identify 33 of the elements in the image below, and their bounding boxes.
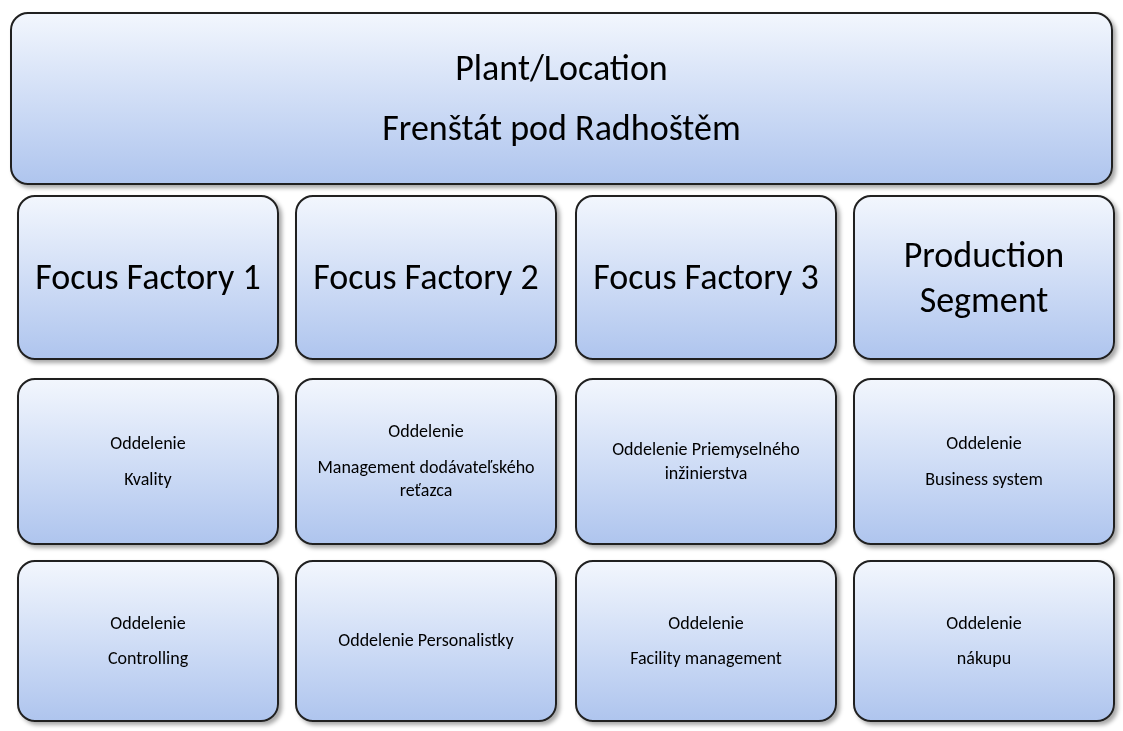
department-box	[17, 560, 279, 722]
department-box	[853, 560, 1115, 722]
department-name: Oddelenie	[110, 432, 186, 456]
segment-box	[17, 195, 279, 360]
department-name: Oddelenie	[668, 611, 744, 635]
department-name: Oddelenie	[110, 611, 186, 635]
location-box	[10, 12, 1113, 185]
department-name: Oddelenie	[388, 420, 464, 444]
department-box	[295, 560, 557, 722]
department-name: Management dodávateľského reťazca	[316, 455, 536, 503]
department-box	[17, 378, 279, 545]
department-box	[853, 378, 1115, 545]
segment-box	[853, 195, 1115, 360]
segment-name: Focus Factory 1	[35, 255, 261, 300]
location-text: Plant/Location	[455, 47, 668, 91]
segment-box	[295, 195, 557, 360]
segment-name: Focus Factory 2	[313, 255, 539, 300]
department-name: Oddelenie	[946, 611, 1022, 635]
department-box	[575, 560, 837, 722]
department-box	[295, 378, 557, 545]
department-name: Kvality	[124, 467, 172, 491]
department-name: Controlling	[107, 647, 189, 671]
department-name: Facility management	[630, 647, 782, 671]
segment-name: Production Segment	[902, 232, 1066, 323]
location-text: Frenštát pod Radhoštěm	[382, 106, 741, 150]
department-name: nákupu	[956, 647, 1012, 671]
segment-name: Focus Factory 3	[593, 255, 819, 300]
department-name: Business system	[925, 467, 1043, 491]
segment-box	[575, 195, 837, 360]
department-box	[575, 378, 837, 545]
department-name: Oddelenie Personalistky	[338, 629, 514, 653]
department-name: Oddelenie	[946, 432, 1022, 456]
department-name: Oddelenie Priemyselného inžinierstva	[611, 438, 801, 485]
